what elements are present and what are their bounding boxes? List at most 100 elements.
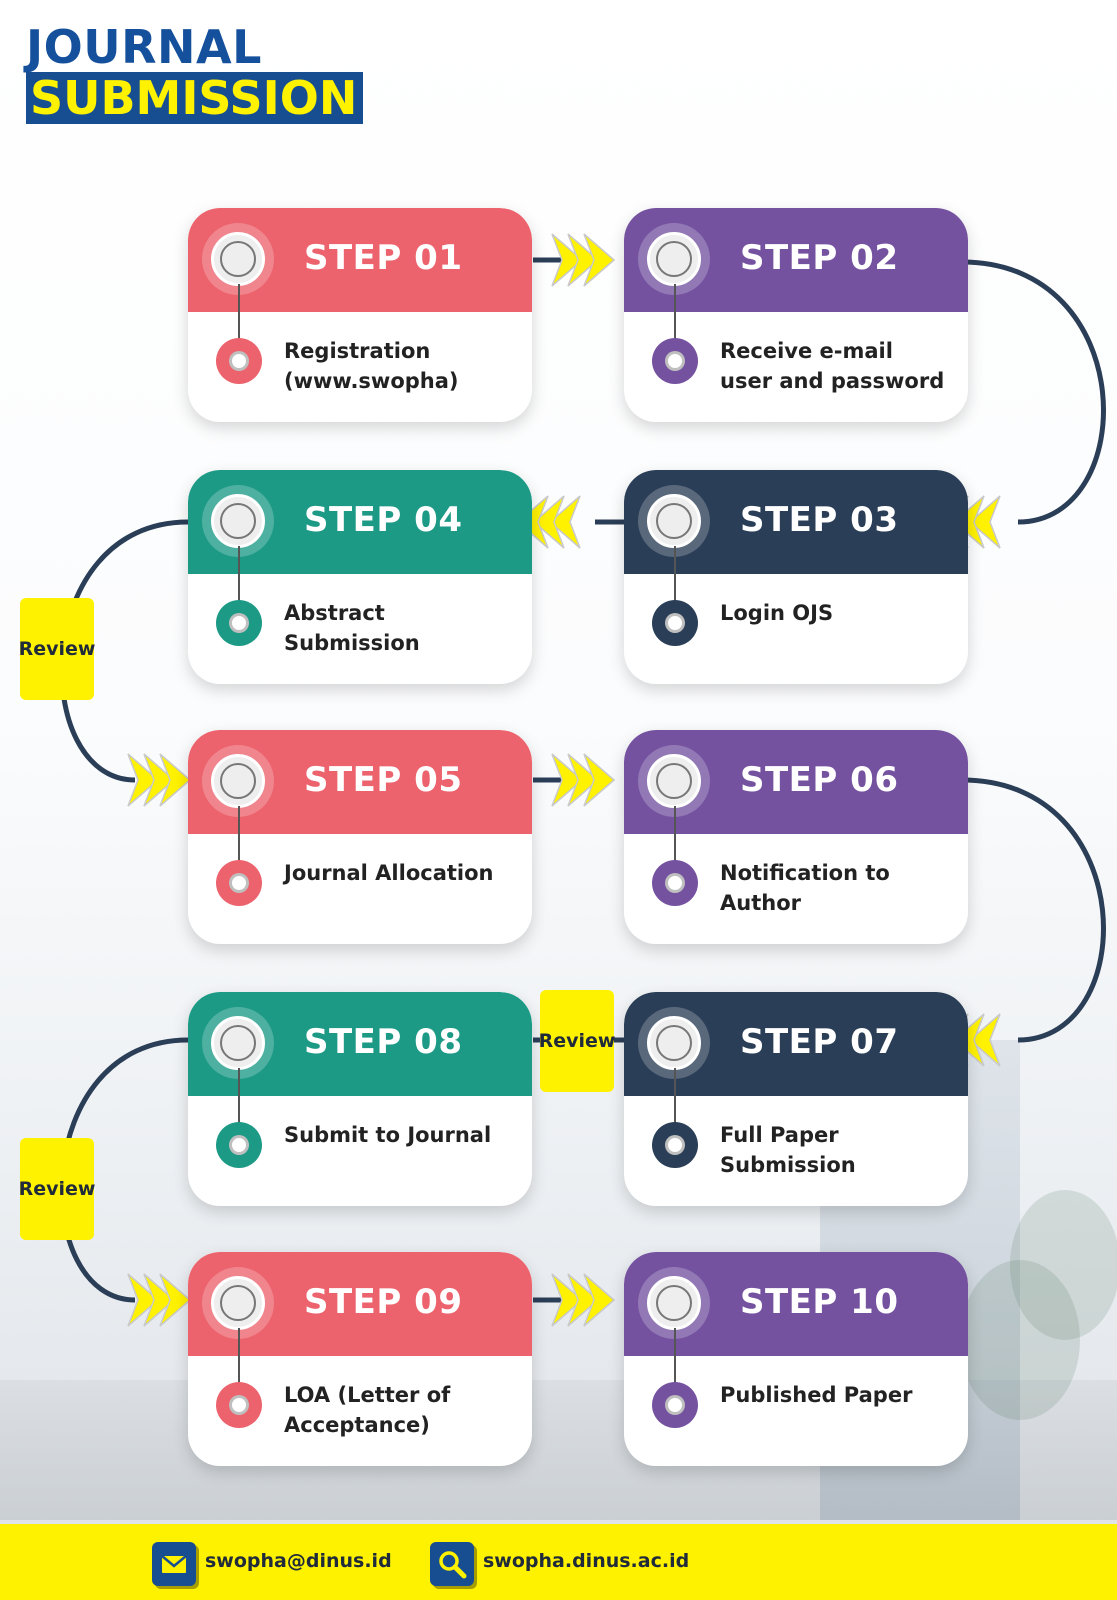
- chevron-arrow-icon: [159, 1273, 192, 1327]
- step-label: STEP 06: [740, 760, 899, 800]
- step-label: STEP 07: [740, 1022, 899, 1062]
- step-description: Journal Allocation: [284, 861, 494, 885]
- step-bullet-icon: [652, 1382, 698, 1428]
- step-description: Full Paper Submission: [720, 1123, 856, 1177]
- step-header: STEP 03: [624, 470, 968, 574]
- step-timeline-line: [674, 546, 676, 610]
- step-timeline-line: [238, 546, 240, 610]
- step-card-08: STEP 08 Submit to Journal: [188, 992, 532, 1206]
- footer-website[interactable]: swopha.dinus.ac.id: [483, 1550, 690, 1572]
- step-bullet-icon: [652, 600, 698, 646]
- step-circle-icon: [647, 1016, 701, 1070]
- chevron-arrow-icon: [551, 753, 584, 807]
- step-timeline-line: [674, 806, 676, 870]
- chevron-arrow-icon: [583, 1273, 616, 1327]
- step-description: Notification to Author: [720, 861, 890, 915]
- step-card-01: STEP 01 Registration (www.swopha): [188, 208, 532, 422]
- title-submission: SUBMISSION: [26, 72, 364, 124]
- step-header: STEP 08: [188, 992, 532, 1096]
- step-card-06: STEP 06 Notification to Author: [624, 730, 968, 944]
- step-timeline-line: [674, 284, 676, 348]
- search-icon: [430, 1542, 474, 1586]
- chevron-arrow-icon: [159, 753, 192, 807]
- step-circle-icon: [211, 1276, 265, 1330]
- step-card-09: STEP 09 LOA (Letter of Acceptance): [188, 1252, 532, 1466]
- connector-06-07: [961, 777, 1106, 1043]
- connector-02-03: [961, 259, 1106, 525]
- step-bullet-icon: [652, 1122, 698, 1168]
- step-label: STEP 01: [304, 238, 463, 278]
- step-header: STEP 01: [188, 208, 532, 312]
- chevron-arrow-icon: [143, 1273, 176, 1327]
- chevron-arrow-icon: [551, 1273, 584, 1327]
- step-header: STEP 10: [624, 1252, 968, 1356]
- review-badge: Review: [19, 1138, 95, 1240]
- step-header: STEP 09: [188, 1252, 532, 1356]
- step-card-02: STEP 02 Receive e-mail user and password: [624, 208, 968, 422]
- chevron-arrow-icon: [583, 233, 616, 287]
- step-circle-icon: [647, 494, 701, 548]
- step-label: STEP 08: [304, 1022, 463, 1062]
- step-bullet-icon: [216, 860, 262, 906]
- chevron-arrow-icon: [567, 1273, 600, 1327]
- step-header: STEP 04: [188, 470, 532, 574]
- step-circle-icon: [211, 494, 265, 548]
- step-header: STEP 02: [624, 208, 968, 312]
- step-circle-icon: [211, 754, 265, 808]
- step-circle-icon: [647, 1276, 701, 1330]
- step-bullet-icon: [216, 1122, 262, 1168]
- chevron-arrow-icon: [567, 753, 600, 807]
- chevron-arrow-icon: [968, 495, 1001, 549]
- step-card-10: STEP 10 Published Paper: [624, 1252, 968, 1466]
- step-circle-icon: [647, 232, 701, 286]
- chevron-arrow-icon: [551, 233, 584, 287]
- step-label: STEP 04: [304, 500, 463, 540]
- step-card-07: STEP 07 Full Paper Submission: [624, 992, 968, 1206]
- step-timeline-line: [238, 1328, 240, 1392]
- footer-bar: swopha@dinus.id swopha.dinus.ac.id: [0, 1524, 1117, 1600]
- step-description: Submit to Journal: [284, 1123, 492, 1147]
- step-timeline-line: [238, 806, 240, 870]
- review-badge: Review: [19, 598, 95, 700]
- mail-icon: [152, 1542, 196, 1586]
- step-bullet-icon: [652, 338, 698, 384]
- background-tree: [960, 1260, 1080, 1420]
- step-description: Login OJS: [720, 601, 834, 625]
- step-timeline-line: [238, 284, 240, 348]
- step-bullet-icon: [216, 1382, 262, 1428]
- step-bullet-icon: [652, 860, 698, 906]
- step-description: Receive e-mail user and password: [720, 339, 945, 393]
- step-timeline-line: [238, 1068, 240, 1132]
- step-bullet-icon: [216, 338, 262, 384]
- step-description: Registration (www.swopha): [284, 339, 459, 393]
- step-header: STEP 07: [624, 992, 968, 1096]
- chevron-arrow-icon: [127, 753, 160, 807]
- chevron-arrow-icon: [532, 495, 565, 549]
- step-timeline-line: [674, 1068, 676, 1132]
- step-label: STEP 10: [740, 1282, 899, 1322]
- step-card-05: STEP 05 Journal Allocation: [188, 730, 532, 944]
- step-description: Abstract Submission: [284, 601, 420, 655]
- step-label: STEP 02: [740, 238, 899, 278]
- background-tree: [1010, 1190, 1117, 1340]
- chevron-arrow-icon: [583, 753, 616, 807]
- chevron-arrow-icon: [143, 753, 176, 807]
- step-description: Published Paper: [720, 1383, 913, 1407]
- chevron-arrow-icon: [968, 1013, 1001, 1067]
- step-label: STEP 03: [740, 500, 899, 540]
- step-timeline-line: [674, 1328, 676, 1392]
- step-label: STEP 05: [304, 760, 463, 800]
- chevron-arrow-icon: [548, 495, 581, 549]
- step-label: STEP 09: [304, 1282, 463, 1322]
- step-circle-icon: [211, 1016, 265, 1070]
- step-circle-icon: [647, 754, 701, 808]
- review-badge: Review: [539, 990, 615, 1092]
- footer-email[interactable]: swopha@dinus.id: [205, 1550, 392, 1572]
- step-description: LOA (Letter of Acceptance): [284, 1383, 451, 1437]
- step-header: STEP 06: [624, 730, 968, 834]
- chevron-arrow-icon: [567, 233, 600, 287]
- chevron-arrow-icon: [127, 1273, 160, 1327]
- step-card-03: STEP 03 Login OJS: [624, 470, 968, 684]
- title-journal: JOURNAL: [26, 20, 262, 74]
- step-card-04: STEP 04 Abstract Submission: [188, 470, 532, 684]
